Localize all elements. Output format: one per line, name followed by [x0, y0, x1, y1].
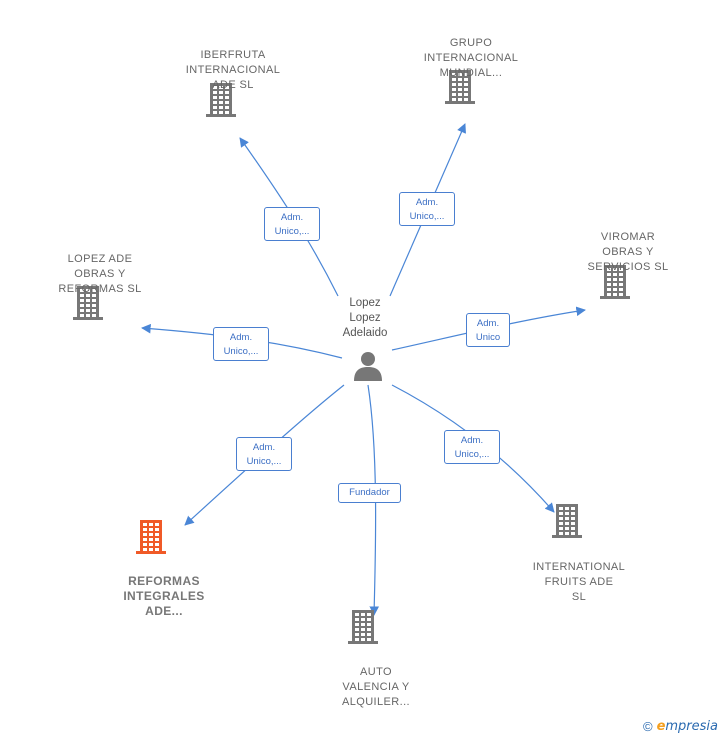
- center-person-label[interactable]: Lopez Lopez Adelaido: [342, 297, 388, 339]
- relation-label-reformas[interactable]: Adm. Unico,...: [236, 437, 292, 471]
- person-icon: [354, 352, 382, 381]
- building-icon-reformas[interactable]: [136, 518, 166, 554]
- relation-label-auto[interactable]: Fundador: [338, 483, 401, 503]
- relation-label-international[interactable]: Adm. Unico,...: [444, 430, 500, 464]
- empresia-logo: empresia: [656, 719, 718, 734]
- company-label-viromar[interactable]: VIROMAR OBRAS Y SERVICIOS SL: [587, 231, 669, 273]
- company-label-reformas[interactable]: REFORMAS INTEGRALES ADE...: [123, 574, 205, 618]
- building-icon-grupo[interactable]: [445, 68, 475, 104]
- company-label-lopez-ade[interactable]: LOPEZ ADE OBRAS Y REFORMAS SL: [58, 253, 142, 295]
- company-label-iberfruta[interactable]: IBERFRUTA INTERNACIONAL ADE SL: [185, 49, 281, 91]
- building-icon-auto[interactable]: [348, 608, 378, 644]
- relation-label-viromar[interactable]: Adm. Unico: [466, 313, 510, 347]
- relation-label-grupo[interactable]: Adm. Unico,...: [399, 192, 455, 226]
- building-icon-iberfruta[interactable]: [206, 81, 236, 117]
- company-label-grupo[interactable]: GRUPO INTERNACIONAL MUNDIAL...: [423, 37, 519, 79]
- relation-label-lopez-ade[interactable]: Adm. Unico,...: [213, 327, 269, 361]
- company-label-international[interactable]: INTERNATIONAL FRUITS ADE SL: [532, 561, 626, 603]
- copyright-icon: ©: [642, 719, 653, 734]
- company-label-auto[interactable]: AUTO VALENCIA Y ALQUILER...: [342, 666, 410, 708]
- relation-label-iberfruta[interactable]: Adm. Unico,...: [264, 207, 320, 241]
- building-icon-lopez-ade[interactable]: [73, 284, 103, 320]
- building-icon-viromar[interactable]: [600, 263, 630, 299]
- building-icon-international[interactable]: [552, 502, 582, 538]
- empresia-credit: © empresia: [643, 719, 718, 734]
